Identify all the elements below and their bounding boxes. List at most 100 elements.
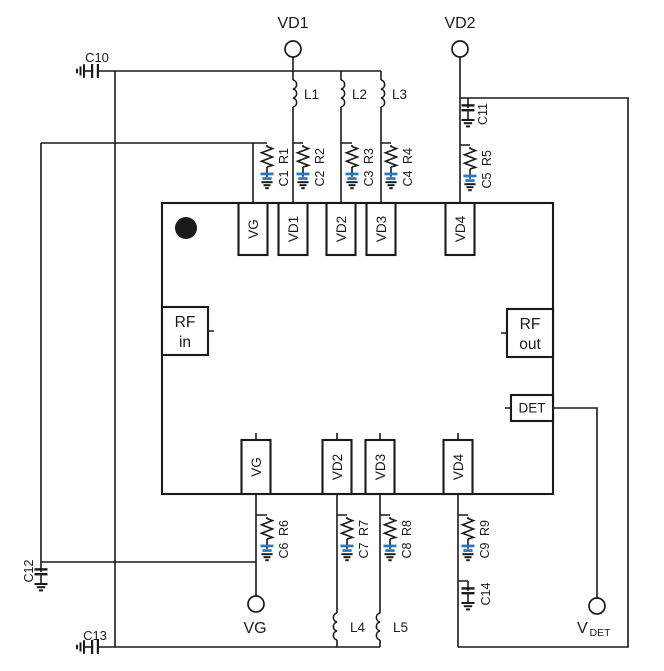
- ic-pin-box-top-vd1: [277, 201, 309, 257]
- capacitor-C6: [259, 538, 275, 563]
- label-L5: L5: [393, 620, 408, 635]
- ic-outline: [160, 201, 555, 496]
- terminal-label-vd1: VD1: [277, 15, 308, 32]
- resistor-R3: [345, 144, 359, 168]
- capacitor-C2: [295, 166, 311, 190]
- resistor-R5: [463, 146, 477, 170]
- resistor-R9: [461, 516, 475, 540]
- ic-rf-in-label-line1: RF: [175, 314, 196, 331]
- ic-body: [160, 201, 555, 496]
- ic-pin-label-top-vd4: VD4: [453, 215, 468, 242]
- terminal-label-vdet-sub: DET: [590, 627, 612, 639]
- ic-rf-in-label-line2: in: [179, 334, 191, 351]
- label-R3: R3: [362, 148, 376, 164]
- terminal-label-vg: VG: [243, 620, 266, 637]
- capacitor-C7: [339, 538, 355, 563]
- label-R6: R6: [277, 520, 291, 536]
- label-R9: R9: [478, 520, 492, 536]
- terminal-label-vd2: VD2: [444, 15, 475, 32]
- inductor-L3: [380, 79, 386, 108]
- ic-pin-label-top-vg: VG: [246, 219, 261, 239]
- wire-vd2-right-rail: [457, 97, 629, 648]
- label-C12: C12: [22, 559, 36, 582]
- label-C13: C13: [83, 628, 107, 643]
- label-R7: R7: [357, 520, 371, 536]
- label-L4: L4: [350, 620, 366, 635]
- terminal-label-vdet: V: [577, 620, 588, 637]
- wire-vg-loop: [40, 142, 256, 563]
- resistor-R6: [260, 516, 274, 540]
- ic-rf-in-box: [160, 305, 210, 357]
- ic-pin-box-top-vd3: [365, 201, 397, 257]
- label-C9: C9: [478, 542, 492, 558]
- label-R4: R4: [401, 148, 415, 164]
- ic-pin-label-top-vd1: VD1: [286, 216, 301, 242]
- terminal-vg: [247, 595, 265, 613]
- terminal-vd1: [284, 40, 302, 58]
- inductor-L4: [332, 612, 338, 641]
- wire-bottom-bias-stubs: [256, 514, 468, 582]
- capacitor-C5: [462, 168, 478, 192]
- label-C14: C14: [479, 582, 493, 605]
- ic-pin-box-top-vg: [237, 201, 269, 257]
- label-C7: C7: [357, 542, 371, 558]
- ic-internal-pin-ticks: [208, 330, 511, 440]
- capacitor-C14: [460, 580, 476, 612]
- inductor-L5: [375, 612, 381, 641]
- label-C6: C6: [277, 542, 291, 558]
- capacitor-C9: [460, 538, 476, 563]
- resistor-R7: [340, 516, 354, 540]
- label-R8: R8: [400, 520, 414, 536]
- label-R5: R5: [480, 150, 494, 166]
- label-C1: C1: [277, 170, 291, 186]
- ic-det-box: [509, 393, 555, 423]
- resistor-R8: [383, 516, 397, 540]
- wire-top-bias-stubs: [253, 142, 470, 146]
- label-R1: R1: [277, 148, 291, 164]
- inductor-L1: [292, 79, 298, 108]
- label-L1: L1: [304, 87, 319, 102]
- capacitor-C3: [344, 166, 360, 190]
- resistor-R1: [260, 144, 274, 168]
- label-C10: C10: [85, 50, 109, 65]
- pin1-marker-dot: [175, 217, 197, 239]
- ic-rf-out-box: [505, 307, 555, 359]
- label-C5: C5: [480, 172, 494, 188]
- ic-pin-box-bottom-vd2: [321, 438, 353, 496]
- capacitor-C1: [259, 166, 275, 190]
- ic-pin-box-top-vd2: [325, 201, 357, 257]
- capacitor-C4: [383, 166, 399, 190]
- terminal-vd2: [451, 40, 469, 58]
- resistor-R2: [296, 144, 310, 168]
- ic-pin-label-top-vd3: VD3: [374, 216, 389, 242]
- capacitor-C12: [33, 561, 49, 593]
- label-C3: C3: [362, 170, 376, 186]
- ic-pin-label-top-vd2: VD2: [334, 216, 349, 242]
- ic-pin-label-bottom-vd4: VD4: [451, 453, 466, 480]
- label-C8: C8: [400, 542, 414, 558]
- terminal-vdet: [588, 597, 606, 615]
- label-L3: L3: [392, 87, 407, 102]
- ic-rf-out-label-line2: out: [519, 336, 541, 353]
- ic-rf-out-label-line1: RF: [520, 316, 541, 333]
- label-C11: C11: [476, 103, 490, 125]
- label-L2: L2: [352, 87, 367, 102]
- resistor-R4: [384, 144, 398, 168]
- ic-pin-label-bottom-vd3: VD3: [373, 454, 388, 480]
- ic-pin-label-bottom-vg: VG: [249, 457, 264, 477]
- ic-pin-box-bottom-vg: [240, 438, 272, 496]
- label-R2: R2: [313, 148, 327, 164]
- ic-pin-box-bottom-vd4: [442, 438, 474, 496]
- inductor-L2: [340, 79, 346, 108]
- wire-det-output: [553, 407, 598, 598]
- ic-det-label: DET: [519, 401, 546, 416]
- capacitor-C8: [382, 538, 398, 563]
- ic-pin-box-bottom-vd3: [364, 438, 396, 496]
- ic-pin-label-bottom-vd2: VD2: [330, 454, 345, 480]
- label-C4: C4: [401, 170, 415, 186]
- label-C2: C2: [313, 170, 327, 186]
- capacitor-C11: [460, 97, 476, 129]
- ic-pin-box-top-vd4: [444, 201, 476, 257]
